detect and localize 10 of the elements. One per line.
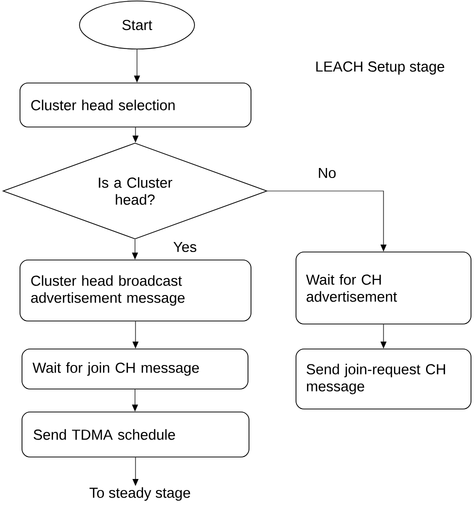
process-box: Send TDMA schedule <box>22 412 250 458</box>
process-box: Cluster head broadcast advertisement message <box>20 260 252 322</box>
process-box: Wait for join CH message <box>22 348 248 390</box>
process-box: Send join-request CH message <box>296 348 472 410</box>
process-box: Cluster head selection <box>20 82 252 128</box>
edge-label: No <box>318 168 336 178</box>
stage-title: LEACH Setup stage <box>316 61 444 75</box>
process-box: Wait for CH advertisement <box>296 252 472 324</box>
end-text: To steady stage <box>90 487 190 501</box>
edge-label: Yes <box>174 242 196 252</box>
